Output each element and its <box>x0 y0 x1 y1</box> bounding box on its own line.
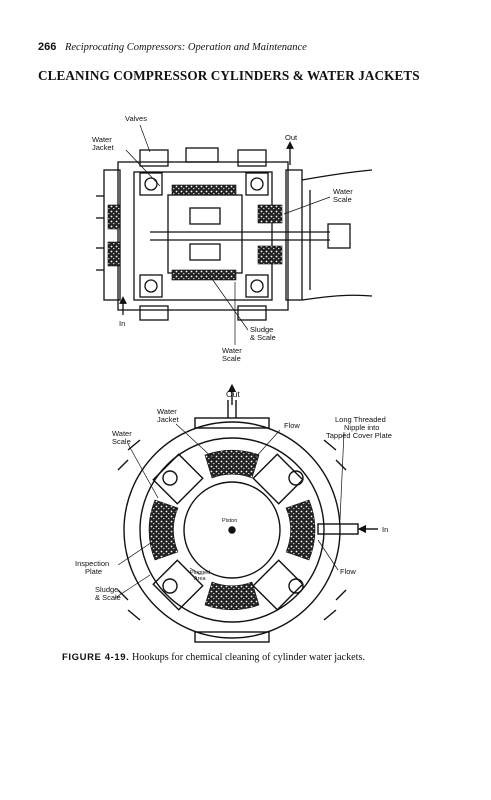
label-piston: Piston <box>222 518 237 524</box>
label-sludge-bottom-2: & Scale <box>95 593 121 602</box>
page-number: 266 <box>38 41 57 53</box>
label-water-scale-b2: Scale <box>222 354 241 363</box>
label-water-scale-bottom-1: Water <box>112 429 132 438</box>
label-water-scale-2: Scale <box>333 195 352 204</box>
label-sludge-bottom-1: Sludge <box>95 585 118 594</box>
label-flow-bottom: Flow <box>340 567 356 576</box>
label-long-threaded-1: Long Threaded <box>335 415 386 424</box>
label-long-threaded-3: Tapped Cover Plate <box>326 431 392 440</box>
label-water-scale-b1: Water <box>222 346 242 355</box>
label-water-jacket-b2: Jacket <box>157 415 180 424</box>
running-title: Reciprocating Compressors: Operation and… <box>64 42 307 53</box>
label-sludge-1: Sludge <box>250 325 273 334</box>
label-valves: Valves <box>125 114 147 123</box>
label-in: In <box>119 319 125 328</box>
figure-caption-text: Hookups for chemical cleaning of cylinde… <box>131 652 366 663</box>
label-water-jacket-1: Water <box>92 135 112 144</box>
label-water-jacket-b1: Water <box>157 407 177 416</box>
label-long-threaded-2: Nipple into <box>344 423 379 432</box>
label-out: Out <box>285 133 298 142</box>
label-in-bottom: In <box>382 525 388 534</box>
label-water-scale-1: Water <box>333 187 353 196</box>
label-plugged-1: Plugged <box>190 570 210 576</box>
label-flow-top: Flow <box>284 421 300 430</box>
label-inspection-2: Plate <box>85 567 102 576</box>
figure-label: FIGURE 4-19. <box>62 652 130 663</box>
label-plugged-2: Area <box>194 576 207 582</box>
page-header: 266 Reciprocating Compressors: Operation… <box>38 41 307 53</box>
label-water-jacket-2: Jacket <box>92 143 115 152</box>
label-water-scale-bottom-2: Scale <box>112 437 131 446</box>
label-out-bottom: Out <box>226 389 240 399</box>
label-sludge-2: & Scale <box>250 333 276 342</box>
section-title: CLEANING COMPRESSOR CYLINDERS & WATER JA… <box>38 68 420 83</box>
figure-caption: FIGURE 4-19. Hookups for chemical cleani… <box>62 652 365 663</box>
label-inspection-1: Inspection <box>75 559 109 568</box>
